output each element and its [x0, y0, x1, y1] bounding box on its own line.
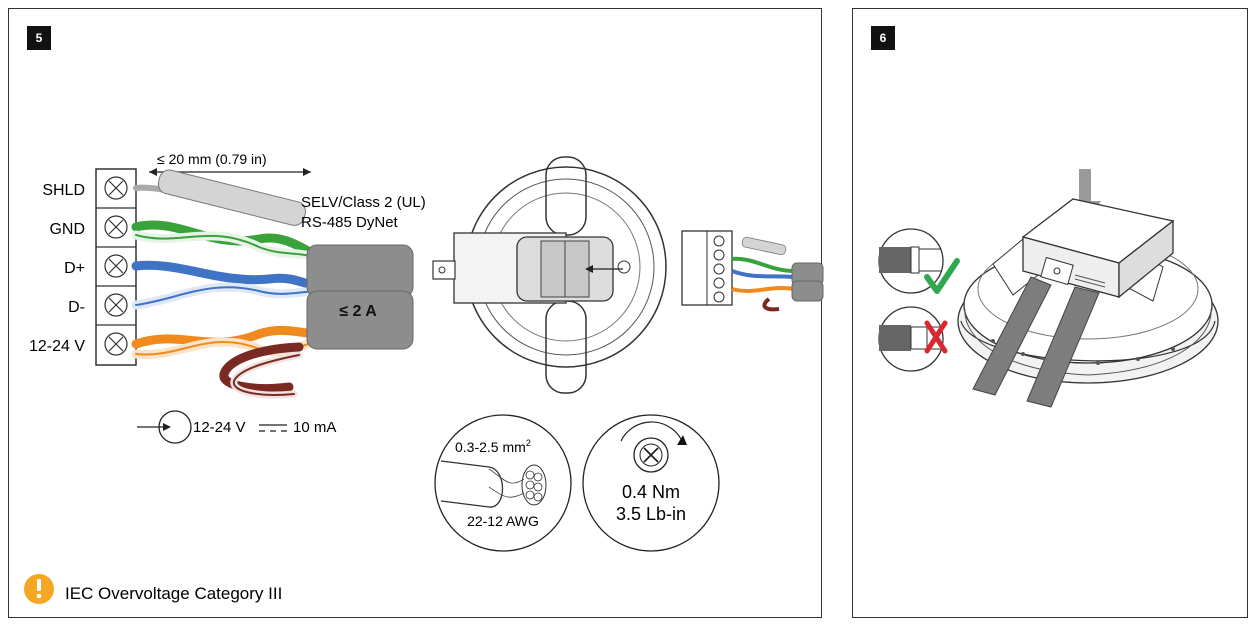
torque-nm-label: 0.4 Nm — [622, 482, 680, 502]
torque-detail — [582, 414, 720, 552]
wire-section-label: 0.3-2.5 mm2 — [455, 438, 531, 455]
module-insertion-diagram — [878, 169, 1219, 408]
terminal-label-shld: SHLD — [42, 182, 85, 199]
step-5-panel: 5 SHLD GND D+ D- 12-24 V — [8, 8, 824, 618]
dc-symbol-icon — [259, 424, 287, 432]
power-spec-voltage: 12-24 V — [193, 419, 246, 436]
device-top-view — [432, 156, 667, 394]
terminal-label-gnd: GND — [49, 221, 85, 238]
step-5-badge: 5 — [27, 26, 51, 50]
cable-type-line-2: RS-485 DyNet — [301, 214, 399, 231]
bus-cables — [972, 276, 1100, 408]
cross-icon — [924, 320, 948, 354]
terminal-label-d-plus: D+ — [64, 260, 85, 277]
current-limit-label: ≤ 2 A — [339, 303, 377, 320]
torque-lbin-label: 3.5 Lb-in — [616, 504, 686, 524]
terminal-block — [95, 168, 137, 366]
step-6-panel: 6 — [852, 8, 1248, 618]
wire-section-detail — [434, 414, 572, 552]
check-icon — [924, 258, 960, 294]
power-spec-current: 10 mA — [293, 419, 336, 436]
bus-cables — [306, 244, 414, 350]
terminal-label-power: 12-24 V — [29, 338, 85, 355]
wiring-diagram: SHLD GND D+ D- 12-24 V ≤ — [24, 151, 824, 604]
terminal-label-d-minus: D- — [68, 299, 85, 316]
warning-icon — [24, 574, 54, 604]
power-input-icon — [137, 410, 192, 444]
strip-length-label: ≤ 20 mm (0.79 in) — [157, 151, 267, 167]
cable-type-line-1: SELV/Class 2 (UL) — [301, 194, 426, 211]
dynet-module — [1021, 198, 1175, 299]
terminal-plug-closeup — [681, 230, 824, 312]
wire-awg-label: 22-12 AWG — [467, 513, 539, 529]
step-6-badge: 6 — [871, 26, 895, 50]
warning-text: IEC Overvoltage Category III — [65, 584, 282, 603]
